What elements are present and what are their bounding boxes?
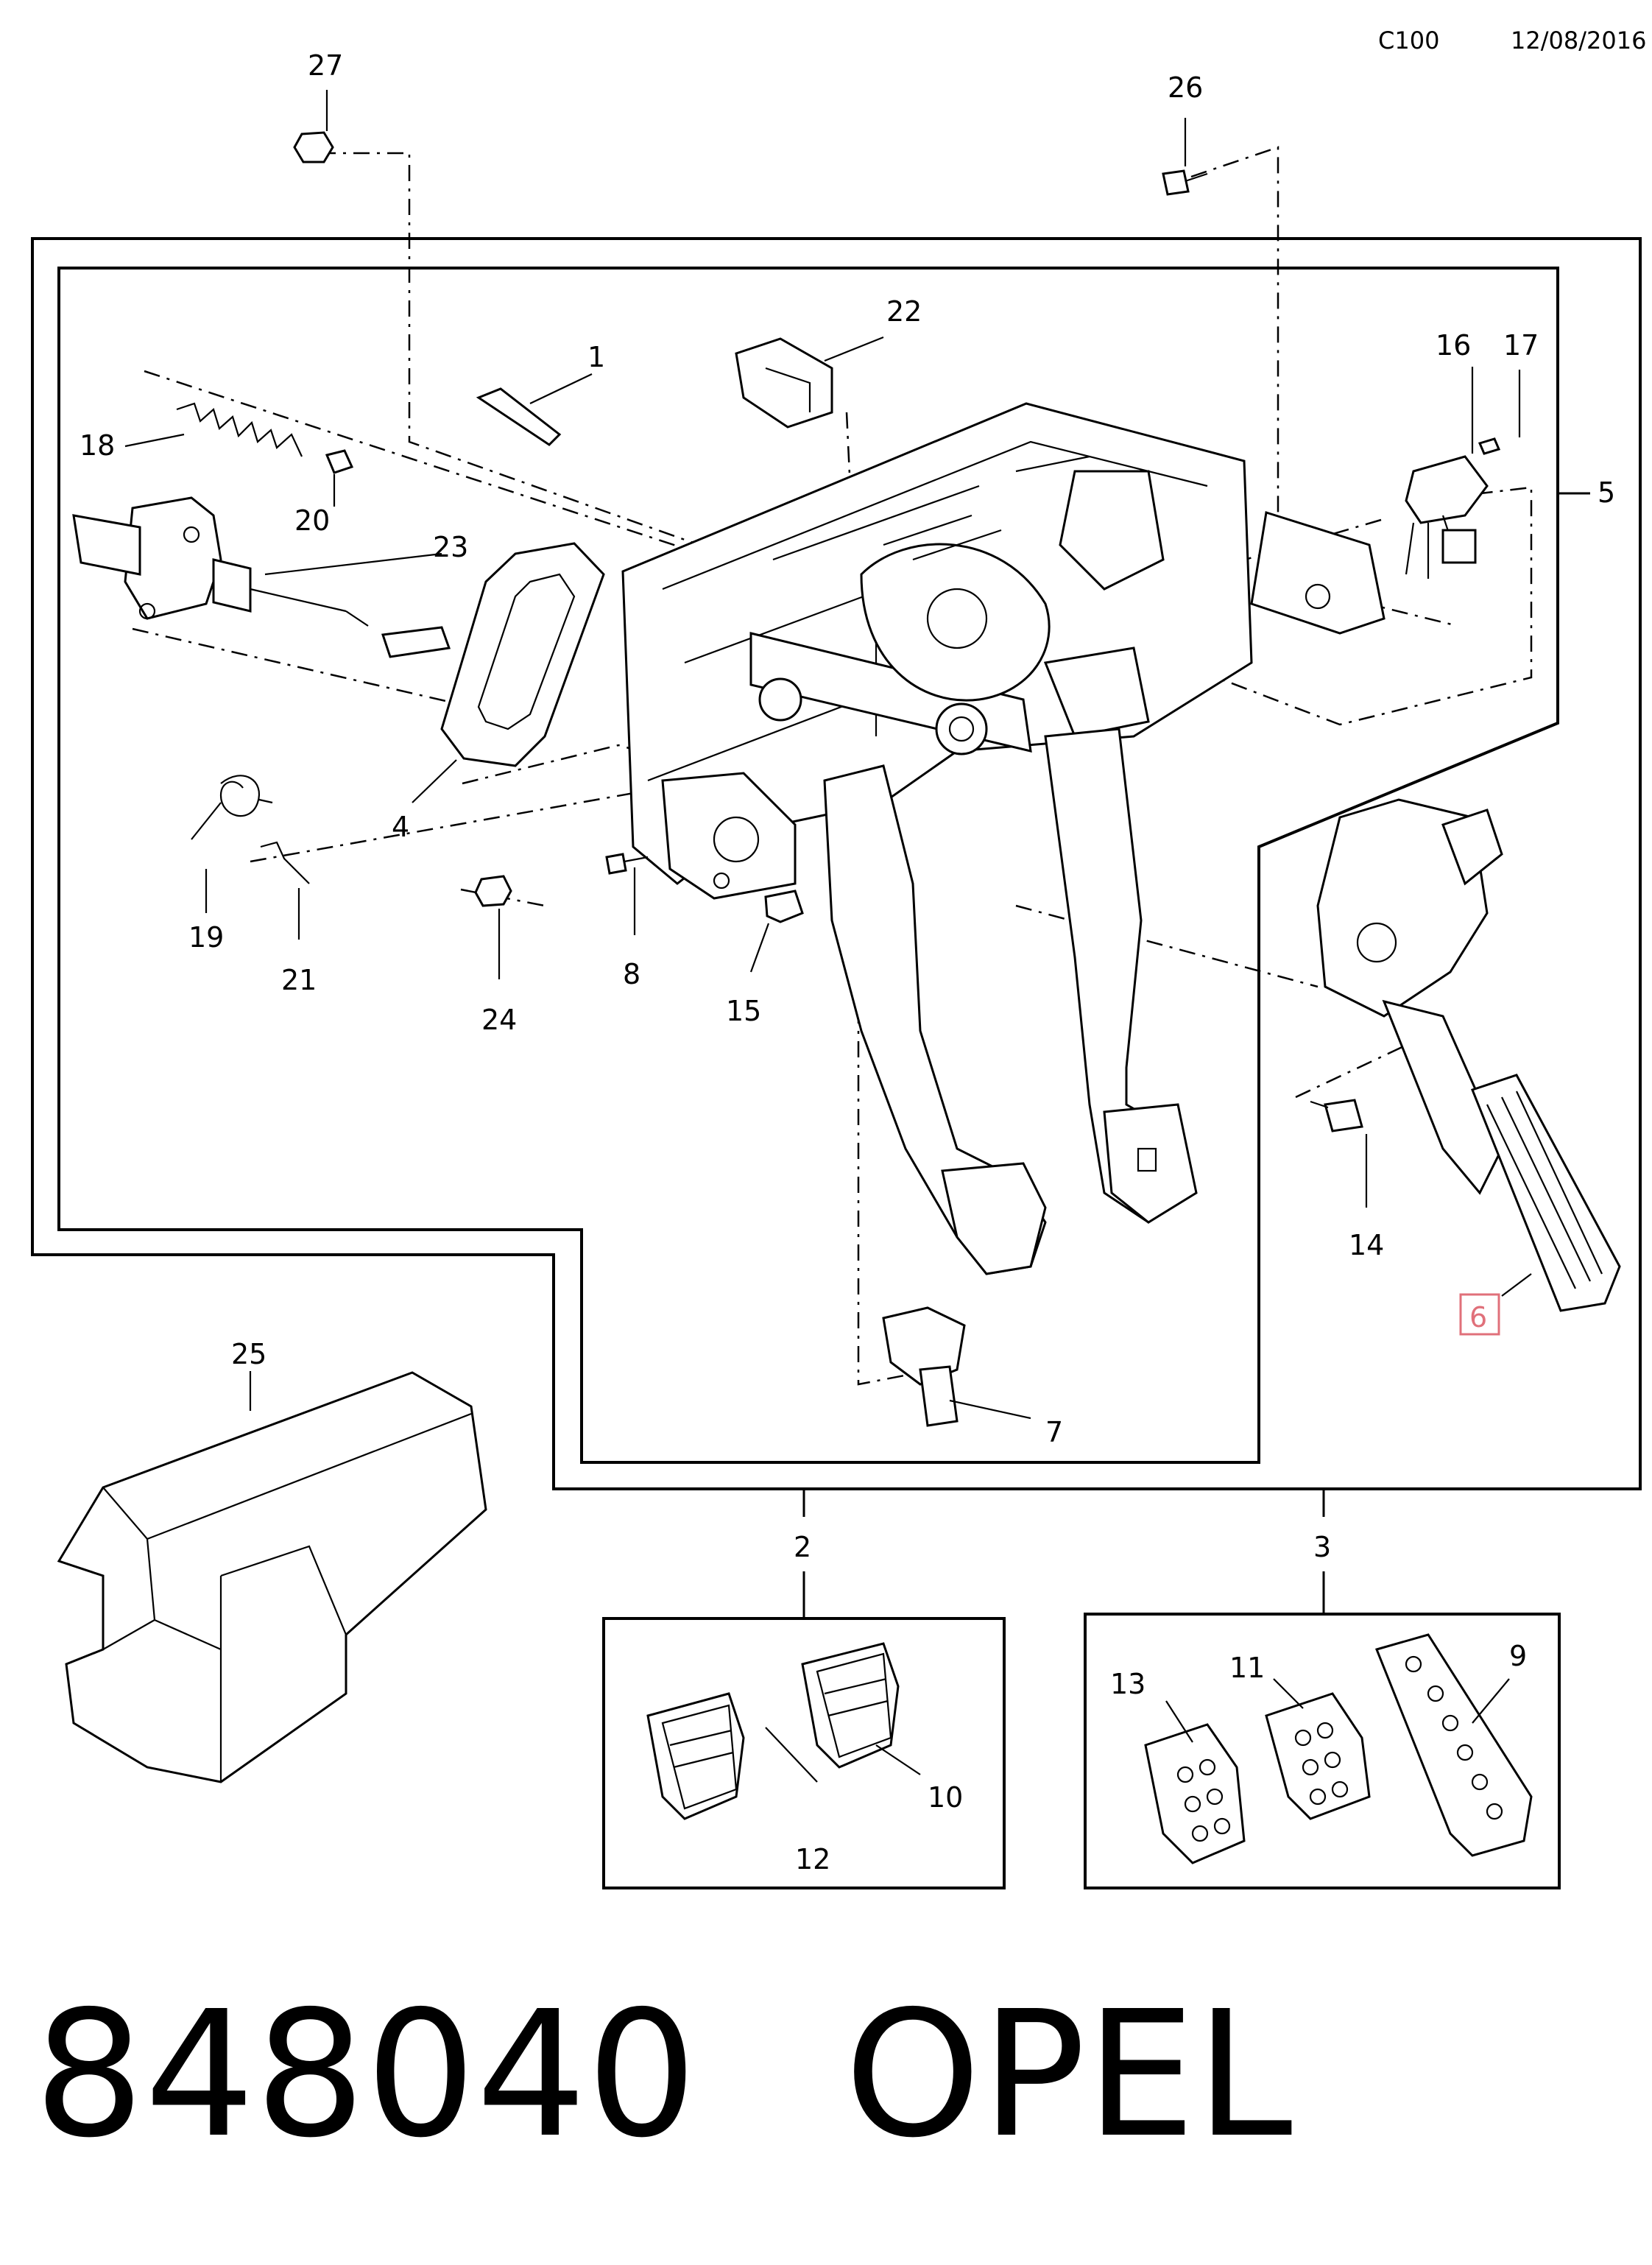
part-19-spring: [191, 775, 273, 840]
callout-17: 17: [1503, 329, 1539, 362]
highlight-box-6: [1459, 1293, 1500, 1336]
part-8-bolt: [605, 853, 627, 875]
pedal-pad-13: [1144, 1723, 1246, 1864]
header-date: 12/08/2016: [1511, 27, 1647, 54]
kit-connector-lines: [802, 1489, 1325, 1617]
pedal-box-housing: [621, 402, 1386, 885]
callout-8: 8: [623, 958, 640, 990]
callout-2: 2: [794, 1531, 811, 1563]
footer-part-number: 848040: [34, 1973, 697, 2176]
part-26-bolt: [1162, 169, 1190, 196]
part-27-nut: [293, 131, 334, 163]
part-7-switch: [882, 1306, 966, 1386]
part-24-nut: [474, 875, 512, 907]
callout-19: 19: [188, 921, 224, 954]
callout-15: 15: [726, 995, 761, 1027]
callout-13: 13: [1110, 1668, 1146, 1700]
brake-pedal-pad: [1103, 1103, 1198, 1224]
callout-16: 16: [1436, 329, 1471, 362]
callout-1: 1: [587, 341, 605, 373]
callout-21: 21: [281, 964, 317, 996]
mounting-plate: [661, 772, 797, 900]
callout-26: 26: [1168, 71, 1203, 104]
callout-23: 23: [433, 531, 468, 563]
part-20-clip: [325, 449, 354, 474]
part-14-bolt: [1324, 1099, 1363, 1132]
pedal-pad-9: [1374, 1633, 1533, 1857]
kit-box-3: [1084, 1613, 1561, 1889]
part-22-switch: [735, 337, 833, 429]
callout-9: 9: [1509, 1640, 1527, 1672]
part-4-seal: [440, 542, 605, 767]
clutch-pedal-pad: [941, 1162, 1047, 1275]
accelerator-pedal-module: [1316, 798, 1621, 1312]
callout-12: 12: [795, 1843, 830, 1875]
callout-11: 11: [1229, 1652, 1265, 1684]
callout-24: 24: [481, 1004, 517, 1036]
kit-box-2: [602, 1617, 1006, 1889]
part-16-sensor: [1405, 455, 1489, 579]
part-18-spring: [176, 402, 303, 457]
callout-7: 7: [1045, 1416, 1063, 1448]
callout-22: 22: [886, 295, 922, 328]
pedal-pad-12: [646, 1692, 745, 1820]
part-17-screw: [1478, 437, 1501, 455]
part-21-clip: [260, 841, 310, 884]
footer-brand: OPEL: [844, 1973, 1293, 2176]
pedal-pad-11: [1265, 1692, 1371, 1820]
part-15-bumper: [764, 890, 804, 923]
pedal-pad-10: [801, 1642, 900, 1769]
assembly-frame-outer: [31, 237, 1642, 1490]
part-25-cover: [57, 1371, 487, 1783]
callout-3: 3: [1313, 1531, 1331, 1563]
leader-lines: [124, 90, 1532, 1783]
callout-5: 5: [1598, 476, 1615, 509]
assembly-lines: [132, 146, 1533, 1386]
callout-14: 14: [1349, 1229, 1384, 1261]
callout-18: 18: [80, 429, 115, 462]
part-23-master-cylinder: [72, 496, 451, 658]
callout-25: 25: [231, 1338, 266, 1370]
clutch-pedal-arm: [823, 764, 1047, 1275]
callout-6: 6: [1469, 1301, 1487, 1334]
callout-20: 20: [294, 504, 330, 537]
callout-27: 27: [308, 49, 343, 82]
part-1-plug: [476, 387, 562, 446]
callout-10: 10: [928, 1781, 963, 1814]
assembly-frame-inner: [57, 267, 1559, 1464]
header-code: C100: [1378, 27, 1440, 54]
callout-4: 4: [392, 811, 409, 843]
